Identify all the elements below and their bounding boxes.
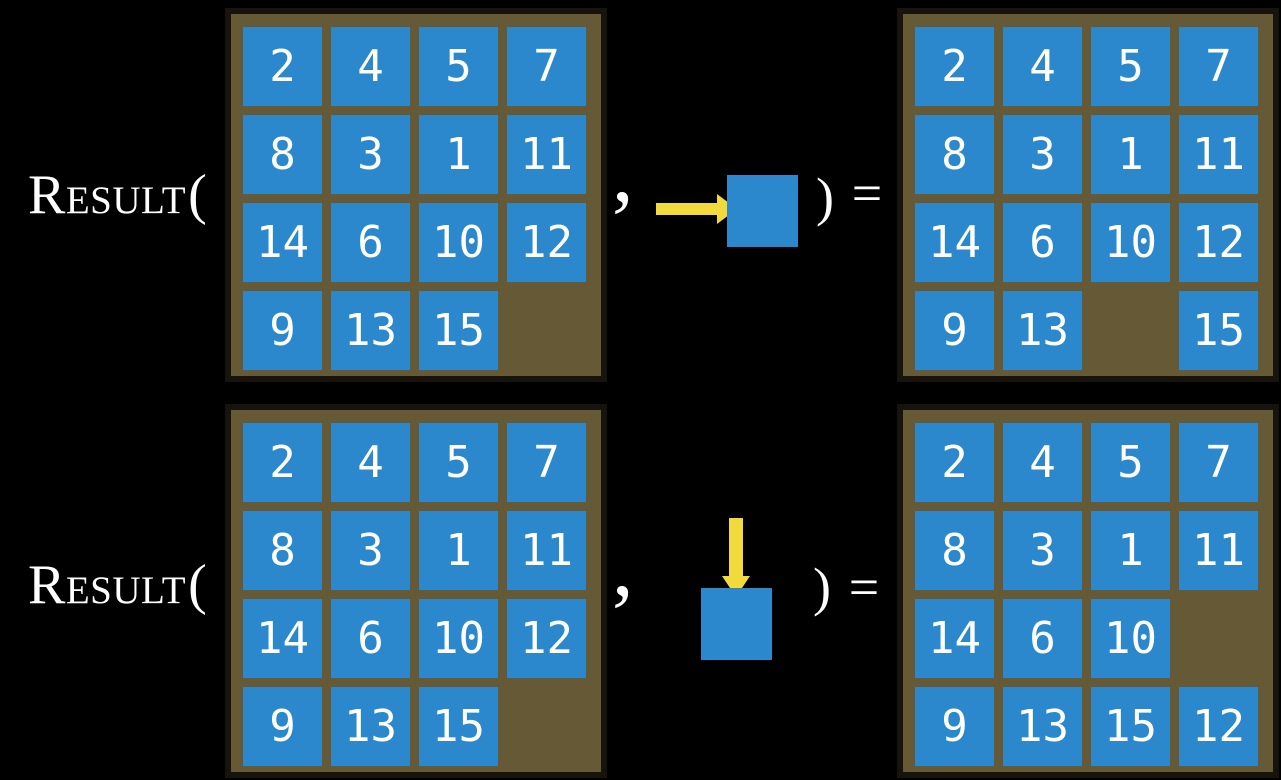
puzzle-tile: 7 xyxy=(507,27,586,106)
puzzle-tile: 2 xyxy=(243,423,322,502)
puzzle-tile: 9 xyxy=(915,291,994,370)
function-name: Result xyxy=(28,164,187,226)
puzzle-tile: 7 xyxy=(1179,27,1258,106)
puzzle-tile: 7 xyxy=(1179,423,1258,502)
puzzle-tile: 9 xyxy=(915,687,994,766)
puzzle-tile: 14 xyxy=(243,599,322,678)
puzzle-tile: 7 xyxy=(507,423,586,502)
close-paren: ) xyxy=(813,557,831,617)
puzzle-tile: 2 xyxy=(915,27,994,106)
puzzle-tile: 12 xyxy=(507,599,586,678)
puzzle-tile: 3 xyxy=(1003,511,1082,590)
equals-sign: = xyxy=(848,557,880,617)
action-tile-square xyxy=(701,588,772,660)
puzzle-tile: 9 xyxy=(243,291,322,370)
comma: , xyxy=(612,124,634,220)
puzzle-tile: 1 xyxy=(1091,511,1170,590)
puzzle-tile: 12 xyxy=(507,203,586,282)
open-paren: ( xyxy=(188,164,207,226)
result-function-label: Result( xyxy=(28,557,207,613)
puzzle-tile: 5 xyxy=(419,27,498,106)
puzzle-tile: 9 xyxy=(243,687,322,766)
arrow-down-icon xyxy=(722,518,750,597)
puzzle-tile: 3 xyxy=(331,511,410,590)
puzzle-tile: 6 xyxy=(331,203,410,282)
puzzle-tile: 6 xyxy=(1003,599,1082,678)
puzzle-tile: 5 xyxy=(1091,27,1170,106)
puzzle-tile: 11 xyxy=(1179,115,1258,194)
puzzle-tile: 2 xyxy=(915,423,994,502)
puzzle-tile: 10 xyxy=(419,599,498,678)
puzzle-tile: 14 xyxy=(915,599,994,678)
puzzle-tile: 13 xyxy=(1003,687,1082,766)
action-tile-square xyxy=(727,175,798,247)
puzzle-tile: 6 xyxy=(331,599,410,678)
puzzle-tile: 13 xyxy=(331,687,410,766)
puzzle-tile: 5 xyxy=(1091,423,1170,502)
puzzle-tile: 13 xyxy=(331,291,410,370)
puzzle-tile: 12 xyxy=(1179,687,1258,766)
puzzle-tile: 4 xyxy=(1003,423,1082,502)
puzzle-tile: 5 xyxy=(419,423,498,502)
puzzle-tile: 10 xyxy=(1091,599,1170,678)
puzzle-tile: 1 xyxy=(1091,115,1170,194)
puzzle-tile: 13 xyxy=(1003,291,1082,370)
puzzle-tile: 15 xyxy=(419,291,498,370)
result-function-label: Result( xyxy=(28,167,207,223)
puzzle-tile: 2 xyxy=(243,27,322,106)
puzzle-tile: 12 xyxy=(1179,203,1258,282)
blank-cell xyxy=(507,687,586,766)
puzzle-tile: 15 xyxy=(419,687,498,766)
blank-cell xyxy=(1179,599,1258,678)
equals-sign: = xyxy=(851,163,883,223)
puzzle-tile: 14 xyxy=(915,203,994,282)
puzzle-tile: 4 xyxy=(1003,27,1082,106)
puzzle-tile: 8 xyxy=(915,511,994,590)
puzzle-tile: 1 xyxy=(419,115,498,194)
puzzle-tile: 15 xyxy=(1091,687,1170,766)
puzzle-tile: 10 xyxy=(1091,203,1170,282)
puzzle-tile: 4 xyxy=(331,27,410,106)
puzzle-tile: 1 xyxy=(419,511,498,590)
puzzle-tile: 11 xyxy=(507,511,586,590)
puzzle-tile: 11 xyxy=(507,115,586,194)
puzzle-tile: 15 xyxy=(1179,291,1258,370)
function-name: Result xyxy=(28,554,187,616)
puzzle-tile: 8 xyxy=(243,115,322,194)
puzzle-tile: 14 xyxy=(243,203,322,282)
puzzle-tile: 4 xyxy=(331,423,410,502)
puzzle-tile: 11 xyxy=(1179,511,1258,590)
puzzle-tile: 3 xyxy=(331,115,410,194)
comma: , xyxy=(612,518,634,614)
puzzle-tile: 6 xyxy=(1003,203,1082,282)
puzzle-tile: 8 xyxy=(243,511,322,590)
puzzle-tile: 10 xyxy=(419,203,498,282)
close-paren: ) xyxy=(816,167,834,227)
puzzle-tile: 8 xyxy=(915,115,994,194)
puzzle-tile: 3 xyxy=(1003,115,1082,194)
open-paren: ( xyxy=(188,554,207,616)
